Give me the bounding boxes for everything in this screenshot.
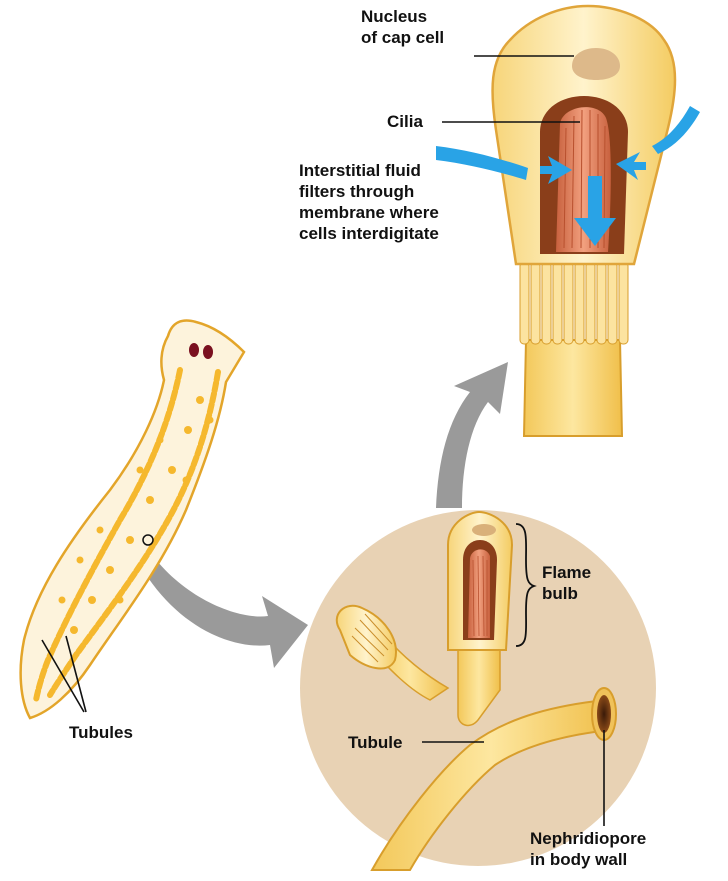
nephridiopore-label-line2: in body wall: [530, 850, 628, 869]
interdigitating-cells: [519, 261, 629, 345]
zoom-arrow-to-flame-bulb: [436, 362, 508, 508]
bulb-tubule: [457, 644, 501, 727]
right-tubule-network: [47, 369, 221, 698]
tubules-label: Tubules: [69, 723, 133, 742]
flame-bulb-label: Flame bulb: [542, 562, 591, 604]
planarian-body: [19, 319, 246, 720]
fluid-label-line3: membrane where: [299, 203, 439, 222]
fluid-arrow-down: [574, 176, 616, 246]
fluid-label-line4: cells interdigitate: [299, 224, 439, 243]
tubule-branches: [58, 396, 214, 634]
tubules-leader-right: [65, 635, 87, 713]
flame-label-line2: bulb: [542, 584, 578, 603]
magnification-point: [142, 534, 154, 546]
zoom-arrow-to-circle: [140, 552, 308, 668]
fluid-filtration-label: Interstitial fluid filters through membr…: [299, 160, 439, 244]
fluid-label-line1: Interstitial fluid: [299, 161, 421, 180]
small-cilia-lines: [472, 555, 488, 637]
nephridiopore: [597, 695, 611, 733]
planarian: [19, 319, 246, 720]
fluid-label-line2: filters through: [299, 182, 415, 201]
nephridiopore-label: Nephridiopore in body wall: [530, 828, 646, 870]
flame-bulb-detail: [436, 4, 700, 437]
nephridiopore-label-line1: Nephridiopore: [530, 829, 647, 848]
left-tubule-network: [33, 367, 183, 703]
nucleus-label-line2: of cap cell: [361, 28, 445, 47]
fluid-arrow-in-left: [540, 156, 572, 184]
left-eyespot: [189, 343, 199, 357]
fluid-arrow-right-stream: [652, 106, 700, 154]
nucleus-label-line1: Nucleus: [361, 7, 428, 26]
flame-label-line1: Flame: [542, 563, 592, 582]
small-nucleus: [472, 524, 496, 536]
tubules-leader-left: [41, 639, 85, 713]
fluid-arrow-left-stream: [436, 146, 528, 180]
cap-cell-nucleus: [572, 48, 620, 80]
tubule-label: Tubule: [348, 733, 403, 752]
flame-bulb-bracket: [515, 523, 537, 647]
magnified-view: [300, 510, 656, 871]
right-eyespot: [203, 345, 213, 359]
cilia-label: Cilia: [387, 112, 423, 131]
flame-bulb-tube: [522, 339, 624, 437]
fluid-arrow-in-right: [616, 152, 646, 180]
side-bulb-striations: [351, 613, 393, 663]
nucleus-label: Nucleus of cap cell: [361, 6, 444, 48]
